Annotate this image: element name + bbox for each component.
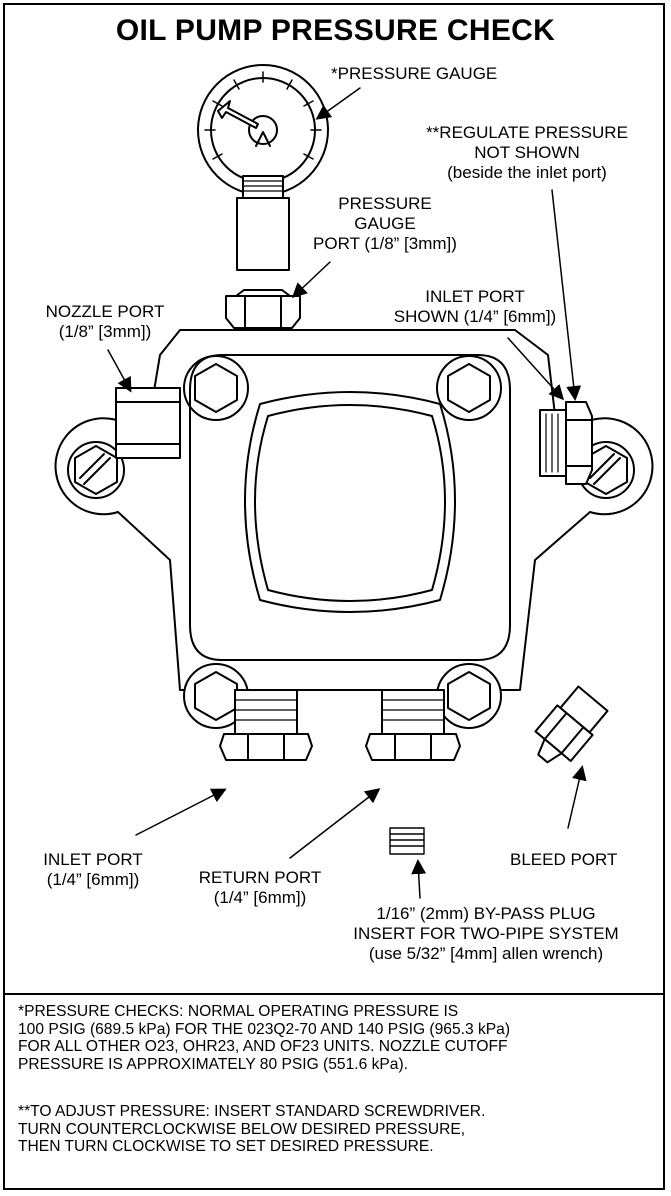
leader-bypass [411, 859, 427, 899]
label-regulate-pressure: **REGULATE PRESSURE NOT SHOWN (beside th… [426, 123, 628, 182]
inlet-port-side [539, 401, 593, 485]
leader-inlet-shown [507, 337, 565, 401]
leader-nozzle [107, 349, 132, 393]
leader-regulate [551, 189, 582, 401]
bottom-return-port [365, 689, 461, 761]
bottom-inlet-port [219, 689, 313, 761]
gauge-port-nut [225, 289, 301, 329]
leader-inlet-bottom [135, 788, 227, 836]
label-inlet-port-bottom: INLET PORT (1/4” [6mm]) [43, 850, 143, 889]
bleed-port-fitting [534, 685, 609, 764]
figure-frame [3, 3, 665, 1190]
label-nozzle-port: NOZZLE PORT (1/8” [3mm]) [45, 302, 165, 341]
leader-gauge-port [291, 261, 331, 299]
leader-bleed [567, 765, 587, 829]
label-gauge-port: PRESSURE GAUGE PORT (1/8” [3mm]) [313, 194, 457, 253]
pressure-gauge-icon [197, 64, 329, 271]
figure-title: OIL PUMP PRESSURE CHECK [115, 14, 556, 47]
note-pressure-checks: *PRESSURE CHECKS: NORMAL OPERATING PRESS… [18, 1003, 511, 1073]
label-bypass-plug: 1/16” (2mm) BY-PASS PLUG INSERT FOR TWO-… [353, 904, 619, 963]
label-return-port: RETURN PORT (1/4” [6mm]) [198, 868, 322, 907]
label-inlet-port-shown: INLET PORT SHOWN (1/4” [6mm]) [393, 287, 557, 326]
label-bleed-port: BLEED PORT [510, 850, 618, 869]
leader-return [289, 788, 381, 859]
notes-divider [5, 993, 663, 995]
label-pressure-gauge: *PRESSURE GAUGE [331, 64, 498, 83]
bypass-plug-icon [389, 827, 425, 855]
pump-body [54, 329, 654, 729]
leader-gauge [315, 87, 361, 120]
note-adjust-pressure: **TO ADJUST PRESSURE: INSERT STANDARD SC… [18, 1103, 486, 1155]
nozzle-port [115, 387, 181, 459]
